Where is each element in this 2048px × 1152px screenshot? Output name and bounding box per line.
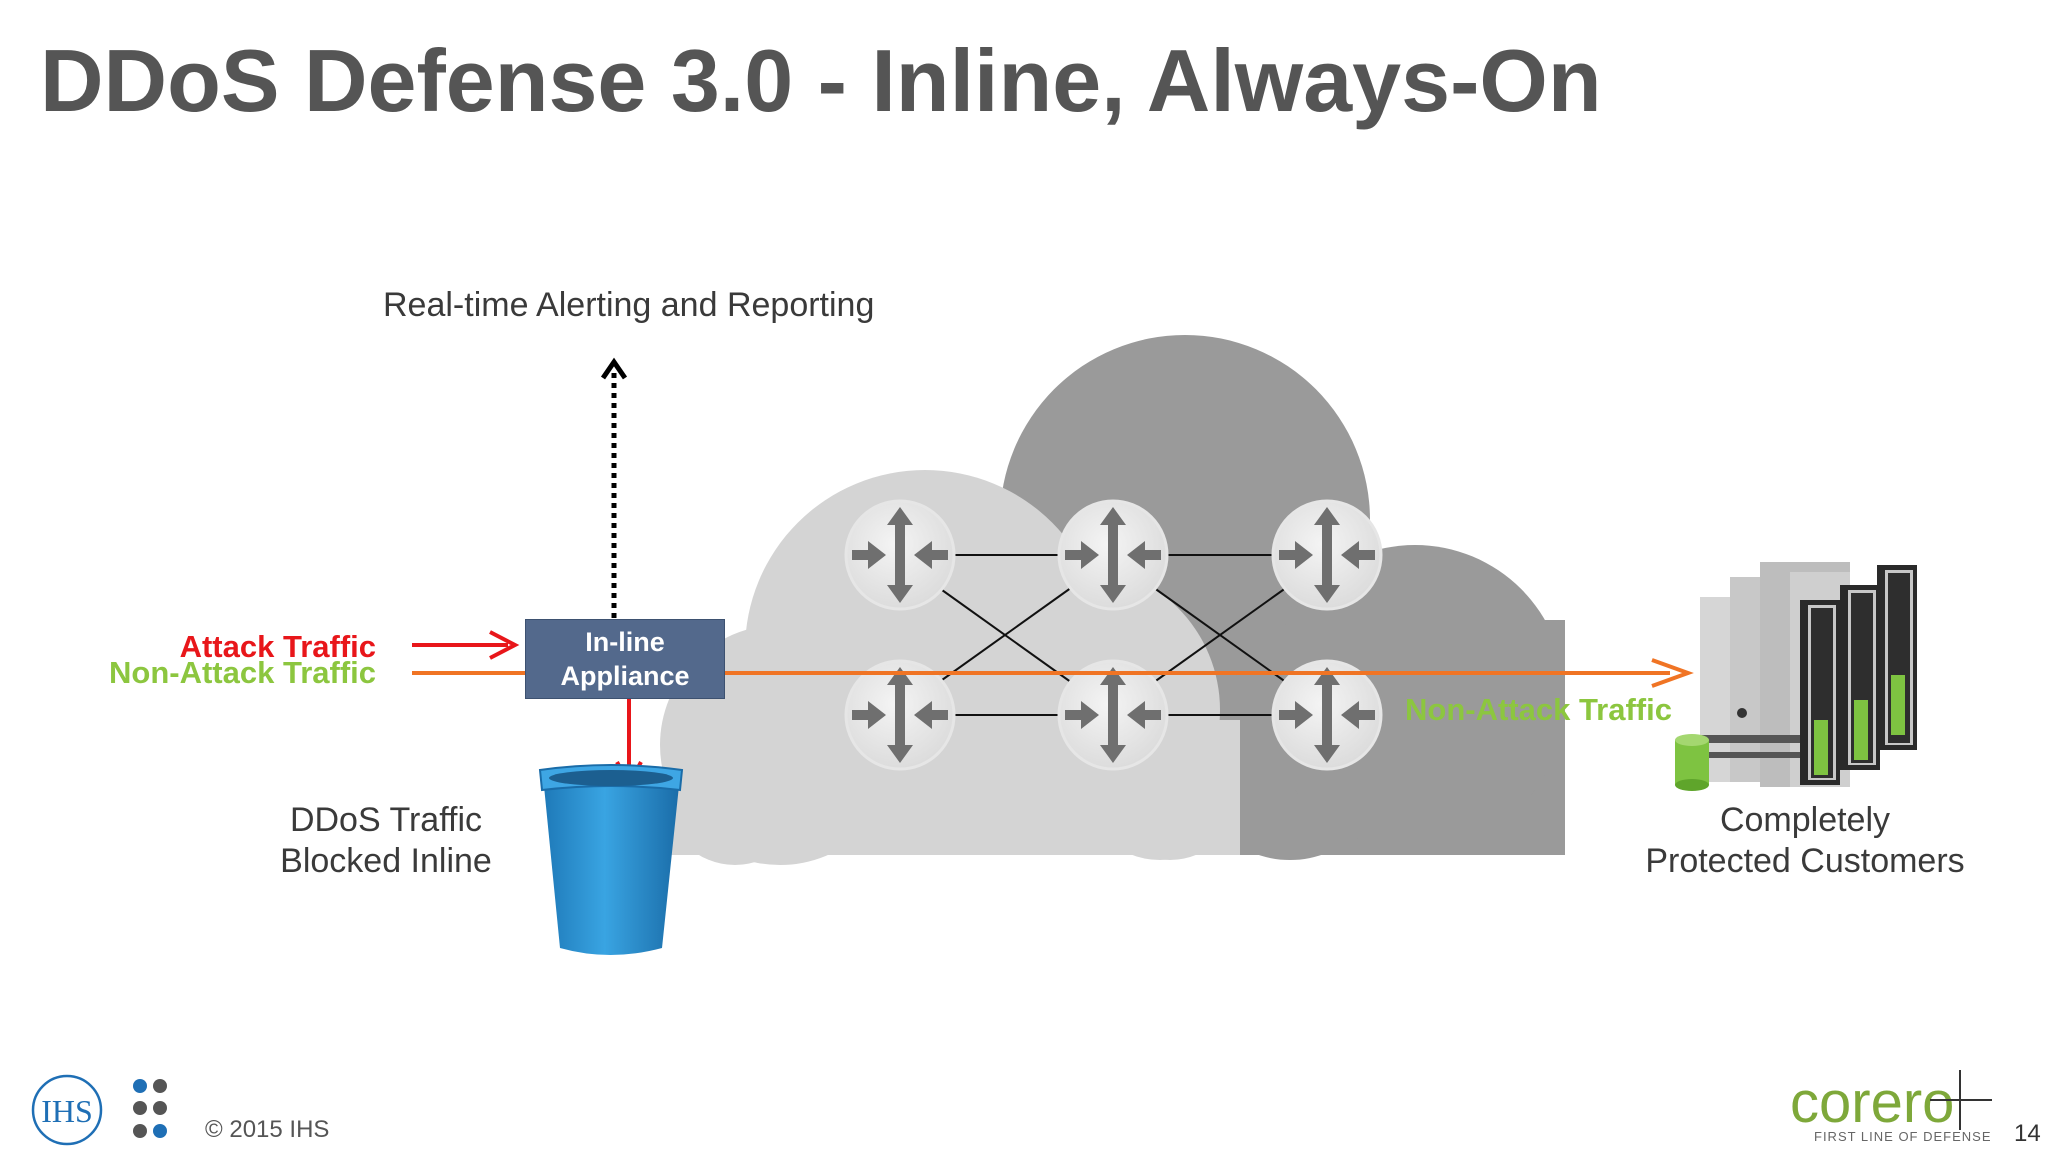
copyright-text: © 2015 IHS [205,1116,330,1143]
slide-title: DDoS Defense 3.0 - Inline, Always-On [40,31,1602,130]
waste-bin-icon [538,764,684,955]
appliance-line1: In-line [585,627,665,657]
ddos-blocked-label: DDoS Traffic Blocked Inline [236,800,536,882]
svg-text:corero: corero [1790,1070,1954,1135]
alert-arrow [600,357,628,618]
protected-customers-label: Completely Protected Customers [1620,800,1990,882]
inline-appliance-box: In-line Appliance [525,619,725,699]
corero-logo: corero [1790,1070,1992,1135]
ddos-line1: DDoS Traffic [289,801,483,839]
customer-servers-icon [1675,562,1917,791]
page-number: 14 [2014,1120,2041,1147]
router-group [844,499,1383,771]
router-icon [844,659,956,771]
attack-arrow [412,630,520,660]
router-icon [844,499,956,611]
router-icon [1271,659,1383,771]
router-icon [1057,659,1169,771]
alerting-label: Real-time Alerting and Reporting [383,286,875,324]
customers-line2: Protected Customers [1645,842,1965,880]
corero-tagline: FIRST LINE OF DEFENSE [1814,1129,1992,1144]
customers-line1: Completely [1719,801,1891,839]
appliance-line2: Appliance [560,661,690,691]
router-icon [1271,499,1383,611]
ihs-logo: IHS [31,1074,167,1146]
router-icon [1057,499,1169,611]
attack-traffic-label: Attack Traffic [179,629,376,664]
non-attack-traffic-label: Non-Attack Traffic [109,655,376,690]
non-attack-traffic-right-label: Non-Attack Traffic [1405,692,1672,727]
svg-text:IHS: IHS [41,1093,93,1129]
non-attack-flow [412,658,1694,688]
ddos-line2: Blocked Inline [280,842,492,880]
